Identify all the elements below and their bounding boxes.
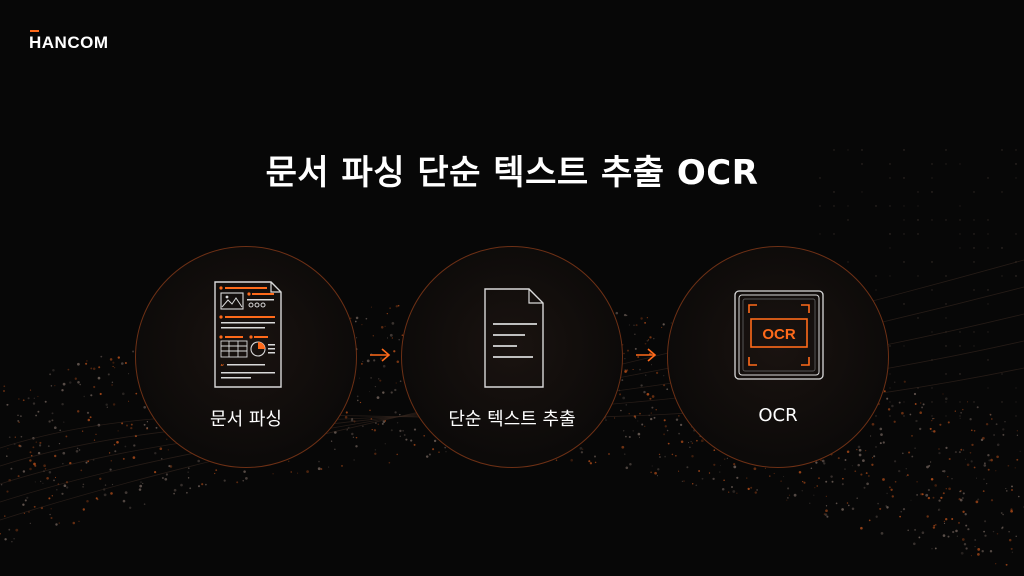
step-label: OCR [758,405,798,426]
step-simple-text-extraction: 단순 텍스트 추출 [401,246,623,468]
document-layout-icon: “ [214,281,282,388]
svg-text:“: “ [220,363,224,372]
ocr-scan-icon: OCR [734,290,824,380]
ocr-badge-text: OCR [762,326,796,343]
arrow-right-icon [636,348,657,362]
arrow-right-icon [370,348,391,362]
hancom-logo: HANCOM [29,33,109,52]
text-document-icon [484,288,544,388]
step-label: 문서 파싱 [210,409,282,430]
step-document-parsing: “ 문서 파싱 [135,246,357,468]
page-title: 문서 파싱 단순 텍스트 추출 OCR [265,153,759,193]
step-ocr: OCR OCR [667,246,889,468]
step-label: 단순 텍스트 추출 [448,409,576,430]
